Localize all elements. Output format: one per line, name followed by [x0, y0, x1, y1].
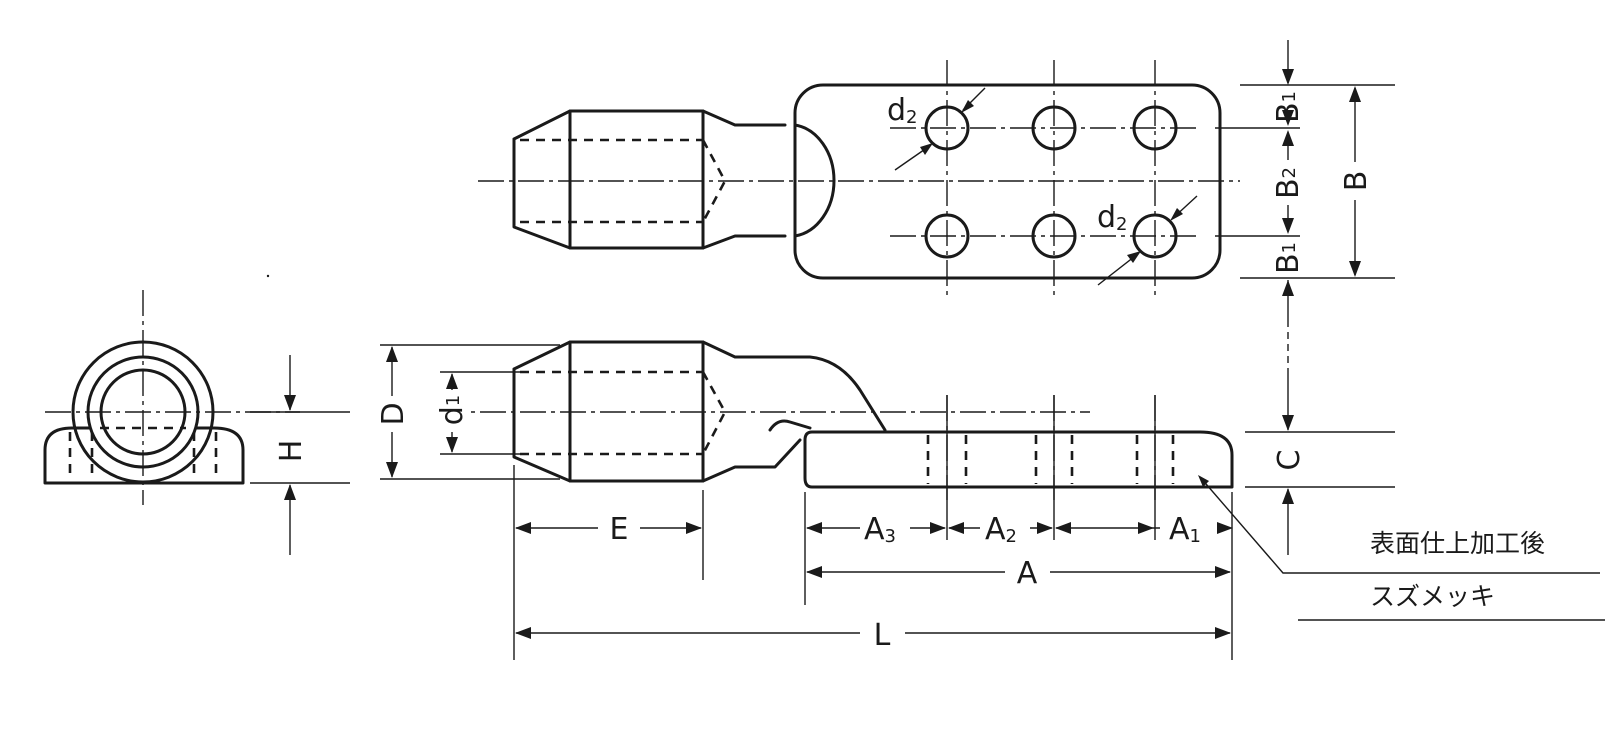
arrow — [1198, 475, 1209, 487]
arrow — [515, 522, 531, 534]
bolt-hole — [1132, 213, 1178, 259]
label-bg — [377, 396, 407, 432]
arrow — [386, 462, 398, 478]
arrow — [1127, 251, 1141, 263]
arrow — [1349, 261, 1361, 277]
side-bore-hidden — [520, 370, 727, 456]
arrow — [446, 373, 458, 389]
top-barrel-outline — [512, 109, 787, 250]
label-bg — [1340, 162, 1370, 200]
d1-label: d1 — [435, 395, 470, 426]
arrow — [686, 522, 702, 534]
end-view: H — [43, 290, 350, 555]
arrow — [1170, 208, 1183, 221]
b-label: B — [1339, 171, 1374, 192]
arrow — [1215, 566, 1231, 578]
top-pad — [793, 83, 1222, 280]
finish-note: 表面仕上加工後 スズメッキ — [1198, 475, 1605, 621]
arrow — [1215, 627, 1231, 639]
label-bg — [439, 390, 467, 432]
c-label: C — [1272, 450, 1307, 471]
side-neck-top — [743, 355, 887, 432]
end-pad-outline — [43, 426, 245, 485]
d-dimensions: D d1 — [376, 344, 560, 480]
h-label: H — [274, 440, 309, 463]
arrow — [446, 437, 458, 453]
side-view — [440, 340, 1234, 500]
c-dimension: C — [1245, 370, 1395, 555]
end-pad-hidden — [68, 426, 218, 480]
length-dimensions: E A3 A2 A1 A L — [513, 395, 1233, 660]
plating-text: スズメッキ — [1370, 582, 1495, 611]
arrow — [1217, 522, 1233, 534]
arrow — [284, 395, 296, 411]
a3-label: A3 — [864, 512, 896, 547]
d2-bottom-label: d2 — [1097, 200, 1128, 235]
l-label: L — [874, 618, 891, 653]
a1-label: A1 — [1169, 512, 1201, 547]
end-mid-circle — [86, 355, 200, 469]
arrow — [1282, 69, 1294, 85]
e-label: E — [610, 512, 629, 547]
arrow — [1282, 110, 1294, 126]
note-leader — [1199, 476, 1600, 574]
arrow — [1282, 280, 1294, 296]
bolt-hole — [1031, 105, 1077, 151]
arrow — [1138, 522, 1154, 534]
arrow — [948, 522, 964, 534]
bolt-hole — [1031, 213, 1077, 259]
arrow — [806, 566, 822, 578]
speck — [266, 274, 270, 278]
bolt-hole — [924, 213, 970, 259]
top-view: d2 d2 — [478, 60, 1240, 300]
arrow — [920, 143, 933, 155]
arrow — [961, 100, 974, 113]
arrow — [284, 484, 296, 500]
bolt-hole — [1132, 105, 1178, 151]
end-bore-circle — [99, 368, 187, 456]
arrow — [1037, 522, 1053, 534]
arrow — [806, 522, 822, 534]
side-pad-holes-hidden — [926, 435, 1175, 484]
arrow — [1055, 522, 1071, 534]
arrow — [930, 522, 946, 534]
arrow — [1282, 130, 1294, 146]
side-pad — [803, 430, 1234, 489]
arrow — [1282, 415, 1294, 431]
bolt-hole — [924, 105, 970, 151]
b-dimensions: B B1 B2 B1 — [1215, 40, 1395, 370]
d2-top-label: d2 — [887, 93, 918, 128]
b1-bottom-label: B1 — [1271, 242, 1306, 274]
d-label: D — [376, 402, 411, 425]
a-label: A — [1017, 556, 1038, 591]
arrow — [1349, 86, 1361, 102]
arrow — [515, 627, 531, 639]
surface-finish-text: 表面仕上加工後 — [1370, 529, 1545, 558]
arrow — [1282, 488, 1294, 504]
b1-top-label: B1 — [1271, 91, 1306, 123]
label-bg — [1160, 510, 1216, 546]
arrow — [386, 346, 398, 362]
top-neck-arc — [793, 123, 836, 238]
a2-label: A2 — [985, 512, 1017, 547]
b2-label: B2 — [1271, 167, 1306, 199]
arrow — [1282, 218, 1294, 234]
side-neck-hook — [768, 419, 812, 432]
